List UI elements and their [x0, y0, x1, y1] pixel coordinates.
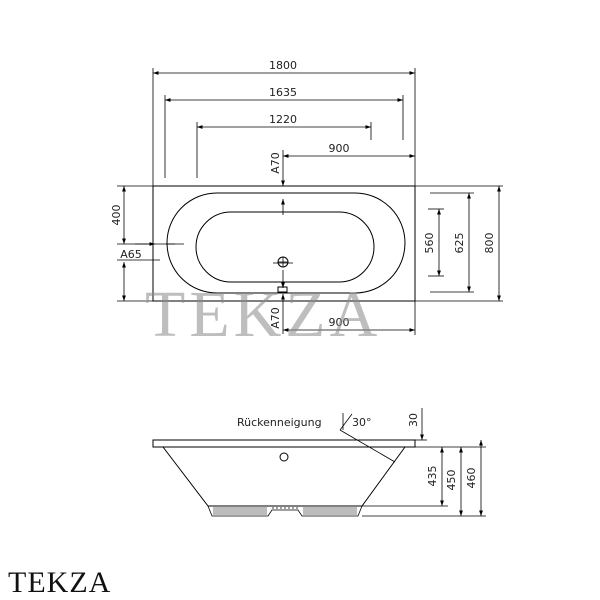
tub-rim: [152, 439, 416, 448]
basin-inner-oval: [195, 211, 375, 283]
dim-625: 625: [453, 233, 466, 254]
tub-body: [162, 446, 406, 507]
dim-a70-bottom: A70: [269, 307, 282, 329]
dim-800: 800: [483, 233, 496, 254]
dim-1635: 1635: [269, 86, 297, 99]
basin-outer-oval: [166, 192, 406, 294]
side-view: Rückenneigung 30° 30 435 450 460: [152, 408, 486, 517]
brand-logo: TEKZA: [8, 566, 112, 599]
dim-435: 435: [426, 466, 439, 487]
drain-symbol: [277, 256, 289, 268]
dim-a70-top: A70: [269, 152, 282, 174]
back-slope-angle: 30°: [352, 416, 372, 429]
dim-450: 450: [445, 470, 458, 491]
dim-1800: 1800: [269, 59, 297, 72]
watermark-text: TEKZA: [145, 278, 381, 351]
back-slope-label: Rückenneigung: [237, 416, 322, 429]
dim-1220: 1220: [269, 113, 297, 126]
dim-a65: A65: [120, 248, 142, 261]
overflow-hole: [279, 452, 289, 462]
top-view: 1800 1635 1220 A70 900 A70 900 400: [110, 59, 503, 335]
dim-900-bottom: 900: [329, 316, 350, 329]
dim-460: 460: [465, 468, 478, 489]
dim-400: 400: [110, 205, 123, 226]
dim-560: 560: [423, 233, 436, 254]
dim-30: 30: [407, 413, 420, 427]
dim-900-top: 900: [329, 142, 350, 155]
